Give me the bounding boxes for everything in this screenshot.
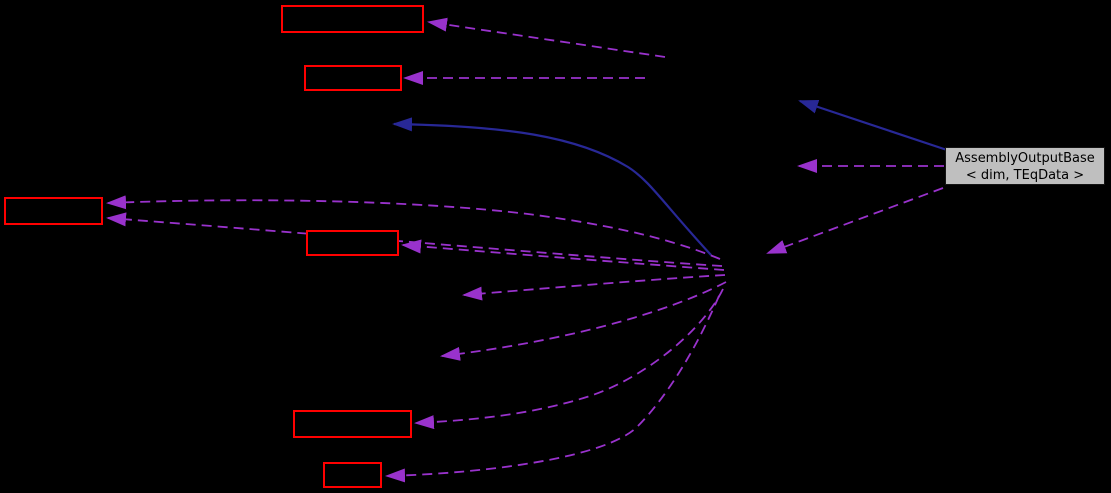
edge-solid-main-to-hidden-base — [798, 99, 948, 152]
class-node-far-left[interactable] — [4, 197, 103, 225]
main-node-label-line2: < dim, TEqData > — [965, 168, 1085, 183]
class-node-upper[interactable] — [304, 65, 402, 91]
edge-solid-hub-to-hidden-base — [392, 117, 712, 256]
main-node-label-line1: AssemblyOutputBase — [955, 151, 1095, 166]
edge-dashed-to-hidden-node-2 — [440, 281, 727, 361]
edge-dashed-to-far-left-node-upper — [106, 195, 721, 260]
edge-dashed-main-to-hub — [766, 187, 944, 254]
class-node-bottom-small[interactable] — [323, 462, 382, 488]
edge-dashed-to-top-node — [427, 17, 666, 58]
edge-dashed-to-far-left-node-lower — [106, 212, 723, 267]
main-class-node: AssemblyOutputBase < dim, TEqData > — [945, 147, 1105, 185]
class-node-middle[interactable] — [306, 230, 399, 256]
edge-dashed-to-bottom-node — [414, 288, 724, 430]
edge-dashed-to-bottom-small-node — [385, 295, 720, 483]
class-node-bottom[interactable] — [293, 410, 412, 438]
edge-dashed-to-hidden-node-1 — [462, 274, 726, 301]
class-node-top[interactable] — [281, 5, 424, 33]
edge-dashed-to-middle-node — [401, 239, 725, 271]
